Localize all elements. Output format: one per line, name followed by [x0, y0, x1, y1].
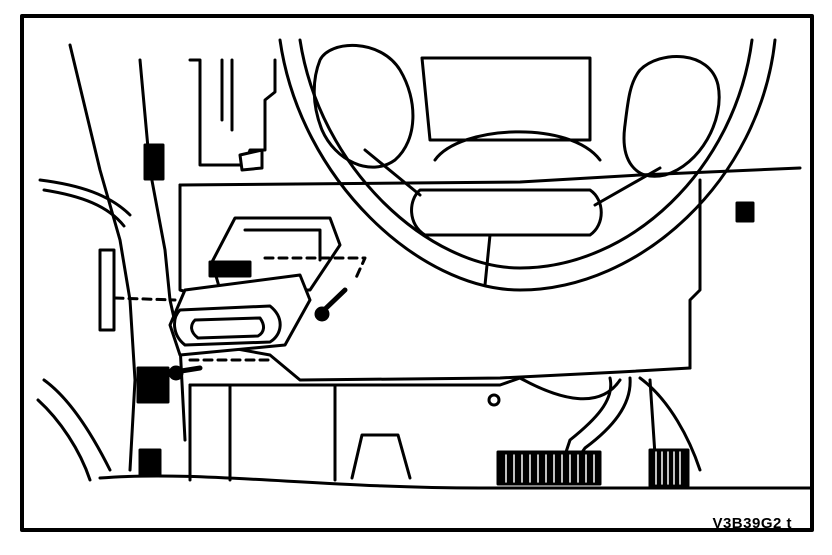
floor-line	[98, 474, 812, 490]
wheel-lower-pad	[410, 188, 603, 237]
connector-bracket-inner	[243, 228, 322, 262]
console-left	[188, 383, 232, 482]
hinge-lower	[138, 448, 162, 478]
knee-panel-right-edge	[688, 178, 702, 370]
brake-pedal	[496, 450, 602, 486]
door-seal-2	[42, 188, 126, 228]
kick-panel-2	[42, 378, 112, 472]
dash-switch	[735, 201, 755, 223]
console-top	[188, 376, 522, 387]
upper-vent-structure	[188, 58, 277, 167]
connector-socket-slot	[190, 316, 265, 340]
wheel-spoke-right	[593, 166, 662, 207]
clip-piece	[238, 148, 264, 172]
steering-wheel-rim-outer	[278, 38, 777, 292]
a-pillar-outer	[68, 43, 137, 472]
kick-panel	[36, 398, 92, 482]
wheel-center-box	[420, 56, 592, 142]
steering-wheel-rim-inner	[298, 38, 754, 270]
panel-strip	[98, 248, 116, 332]
bolt-stack	[136, 366, 170, 404]
door-seal	[38, 178, 132, 217]
figure-frame	[20, 14, 814, 532]
brake-pedal-ribs	[505, 454, 595, 483]
dash-line-top	[263, 256, 367, 282]
brake-arm	[563, 376, 613, 457]
screw-lower-head	[168, 365, 184, 381]
wheel-right-opening	[622, 55, 721, 178]
wheel-left-opening	[312, 43, 415, 169]
wheel-lower-spoke	[483, 233, 492, 287]
screw-right-head	[314, 306, 330, 322]
tunnel-bracket	[350, 433, 412, 480]
accel-arm	[648, 378, 657, 457]
accel-pedal-ribs	[655, 451, 681, 485]
vent-post	[220, 58, 234, 132]
brake-arm-2	[578, 376, 632, 457]
connector-housing	[168, 273, 312, 357]
wheel-spoke-left	[363, 148, 422, 197]
connector-socket	[173, 304, 282, 347]
figure-code: V3B39G2 t	[712, 515, 792, 532]
dash-top-edge	[178, 166, 802, 187]
hinge-upper	[143, 143, 165, 181]
dash-line-left	[113, 296, 177, 302]
connector-clip	[208, 260, 252, 278]
wheel-hub-arc	[433, 130, 602, 162]
dash-hole	[487, 393, 501, 407]
